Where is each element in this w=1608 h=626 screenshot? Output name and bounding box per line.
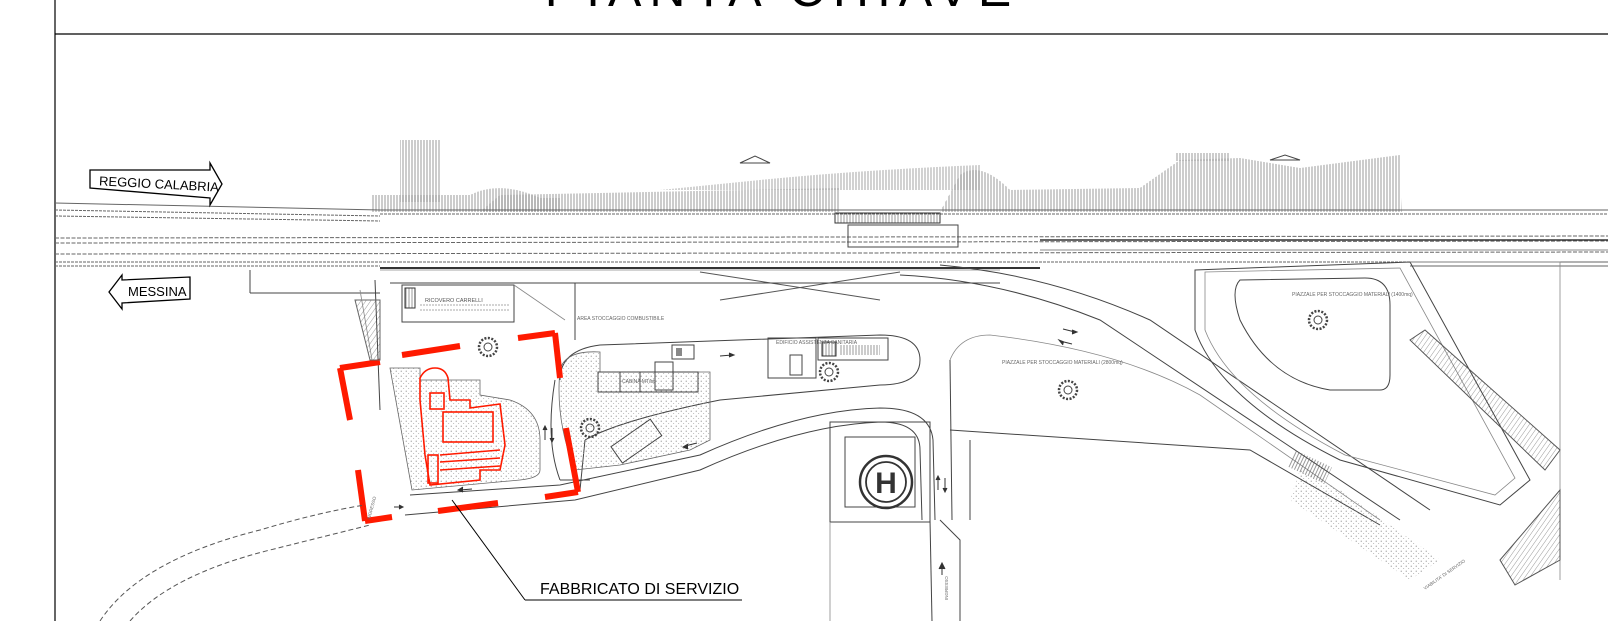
direction-arrow-reggio: REGGIO CALABRIA (89, 160, 223, 208)
edificio-assistenza-building: EDIFICIO ASSISTENZA SANITARIA (767, 337, 889, 383)
callout-label: FABBRICATO DI SERVIZIO (540, 581, 739, 598)
plan-title: PIANTA CHIAVE (545, 0, 1019, 17)
piazzale-2-label: PIAZZALE PER STOCCAGGIO MATERIALI (2800m… (1002, 360, 1123, 366)
drawing-frame (54, 0, 1608, 621)
highlight-box (337, 330, 581, 524)
road-network (374, 261, 1561, 622)
direction-arrow-messina: MESSINA (108, 273, 191, 311)
piazzale-1400-area: PIAZZALE PER STOCCAGGIO MATERIALI (1400m… (1234, 277, 1413, 391)
access-road-left (99, 289, 381, 622)
tree-icon (1307, 309, 1329, 331)
ingresso-label-left: INGRESSO (366, 496, 377, 521)
tree-icon (477, 336, 499, 358)
heliport: H (829, 421, 931, 621)
heliport-h-label: H (875, 467, 897, 500)
cabina-label: CABINA MT/bt (622, 379, 655, 385)
callout-fabbricato: FABBRICATO DI SERVIZIO (451, 499, 742, 601)
ricovero-carrelli-building: RICOVERO CARRELLI (401, 284, 566, 323)
fabbricato-di-servizio-building (419, 367, 506, 486)
tree-icon (1057, 379, 1079, 401)
edificio-label: EDIFICIO ASSISTENZA SANITARIA (776, 340, 858, 346)
reggio-calabria-label: REGGIO CALABRIA (99, 173, 220, 194)
messina-label: MESSINA (128, 284, 187, 299)
cabina-building: CABINA MT/bt (579, 344, 699, 439)
tree-icon (579, 417, 601, 439)
railway-tracks (54, 202, 1608, 301)
area-stoccaggio-label: AREA STOCCAGGIO COMBUSTIBILE (577, 316, 665, 322)
tree-icon (818, 361, 840, 383)
piazzale-2800-area: PIAZZALE PER STOCCAGGIO MATERIALI (2800m… (1002, 360, 1123, 401)
embankment-hatching (372, 140, 1402, 271)
ricovero-label: RICOVERO CARRELLI (425, 298, 483, 304)
piazzale-1-label: PIAZZALE PER STOCCAGGIO MATERIALI (1400m… (1292, 292, 1413, 298)
traffic-arrows (394, 328, 1079, 575)
ingresso-label-right: INGRESSO (944, 576, 949, 600)
